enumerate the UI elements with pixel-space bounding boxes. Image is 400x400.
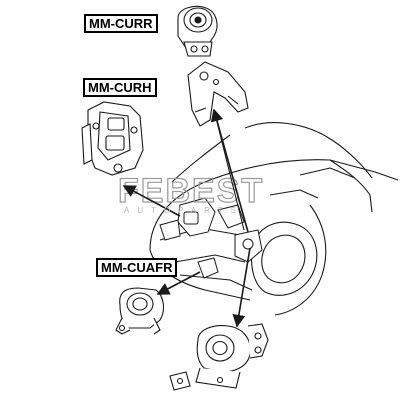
part-bottom-mount [169, 323, 269, 391]
label-mm-cuafr: MM-CUAFR [96, 258, 178, 277]
arrow-to-mm-curh [122, 185, 181, 217]
arrow-to-mm-cuafr [156, 271, 201, 295]
label-mm-curh: MM-CURH [83, 78, 157, 97]
febest-watermark: FEBEST [117, 171, 264, 210]
part-mm-cuafr [115, 287, 165, 335]
arrow-curr-to-car [213, 109, 245, 231]
leader-arrows [122, 108, 251, 328]
arrow-to-bottom-mount [232, 247, 251, 328]
engine-bay-components [159, 197, 263, 279]
arrow-to-mm-curr [210, 108, 249, 233]
vehicle-body-outline [149, 122, 399, 316]
part-mm-curh [81, 101, 144, 176]
part-mm-curr [177, 5, 218, 57]
watermark-tagline: AUTOPARTS [124, 206, 245, 215]
watermark-brand: FEBEST [118, 172, 264, 210]
label-mm-curr: MM-CURR [84, 14, 158, 33]
mm-curr-bracket [187, 61, 249, 127]
